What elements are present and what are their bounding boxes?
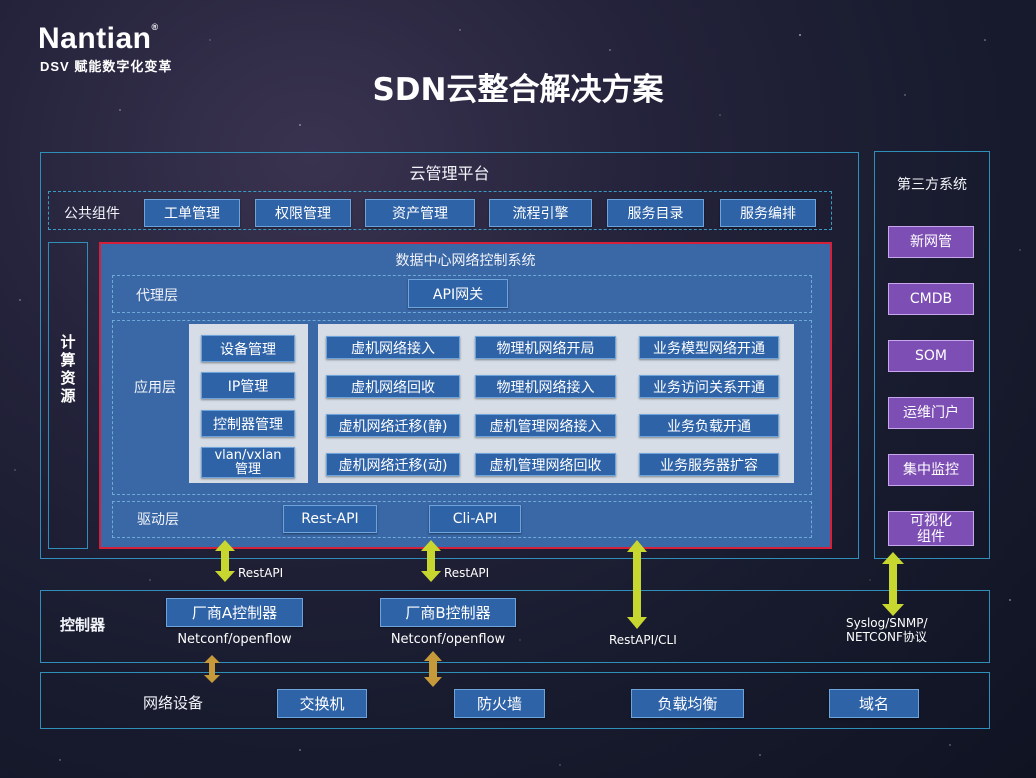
third-party-cmdb: CMDB [888,283,974,315]
label-restapi-cli: RestAPI/CLI [609,633,677,647]
nantian-logo: Nantian® [38,22,159,55]
app-vlan-vxlan-mgmt: vlan/vxlan 管理 [201,447,295,478]
vendor-b-protocol: Netconf/openflow [390,632,506,647]
grid-vm-migration-static: 虚机网络迁移(静) [326,414,460,437]
third-party-title: 第三方系统 [897,177,967,193]
arrow-restapi-2 [421,540,441,582]
grid-vm-migration-dynamic: 虚机网络迁移(动) [326,453,460,476]
compute-resources-label: 计算资源 [60,333,76,405]
controller-label: 控制器 [60,616,106,634]
label-restapi-2: RestAPI [444,566,490,580]
api-gateway-box: API网关 [408,279,508,308]
logo-tagline: DSV 赋能数字化变革 [40,59,173,74]
grid-business-server-scaleout: 业务服务器扩容 [639,453,779,476]
network-devices-frame [40,672,990,729]
app-device-mgmt: 设备管理 [201,335,295,362]
driver-layer [112,501,812,538]
common-components-label: 公共组件 [64,206,120,222]
arrow-controller-a-network [204,655,220,683]
network-domain: 域名 [829,689,919,718]
third-party-frame [874,151,990,559]
component-asset-mgmt: 资产管理 [365,199,475,227]
grid-business-access-relation: 业务访问关系开通 [639,375,779,398]
network-devices-label: 网络设备 [143,694,204,712]
component-permission-mgmt: 权限管理 [255,199,351,227]
controller-frame [40,590,990,663]
app-controller-mgmt: 控制器管理 [201,410,295,437]
grid-vm-network-access: 虚机网络接入 [326,336,460,359]
network-switch: 交换机 [277,689,367,718]
driver-layer-label: 驱动层 [137,512,179,528]
proxy-layer-label: 代理层 [136,288,178,304]
label-syslog-snmp-netconf: Syslog/SNMP/ NETCONF协议 [846,616,928,644]
third-party-ops-portal: 运维门户 [888,397,974,429]
network-firewall: 防火墙 [454,689,545,718]
grid-physical-network-access: 物理机网络接入 [475,375,616,398]
third-party-central-monitor: 集中监控 [888,454,974,486]
third-party-som: SOM [888,340,974,372]
third-party-new-nms: 新网管 [888,226,974,258]
component-workflow-engine: 流程引擎 [489,199,592,227]
app-layer-label: 应用层 [134,380,176,396]
component-service-catalog: 服务目录 [607,199,704,227]
grid-vm-network-reclaim: 虚机网络回收 [326,375,460,398]
common-components-row [48,191,832,230]
dcn-title: 数据中心网络控制系统 [395,253,536,269]
proxy-layer [112,275,812,313]
network-load-balancer: 负载均衡 [631,689,744,718]
grid-vm-mgmt-network-access: 虚机管理网络接入 [475,414,616,437]
cloud-platform-title: 云管理平台 [409,164,490,183]
arrow-controller-b-network [424,651,442,687]
arrow-restapi-1 [215,540,235,582]
arrow-restapi-cli [627,540,647,629]
vendor-b-controller: 厂商B控制器 [380,598,516,627]
app-layer [112,320,812,495]
third-party-visualization: 可视化 组件 [888,511,974,546]
page-title: SDN云整合解决方案 [372,72,664,108]
vendor-a-protocol: Netconf/openflow [177,632,292,647]
label-restapi-1: RestAPI [238,566,284,580]
cloud-platform-frame [40,152,859,559]
component-service-orchestration: 服务编排 [720,199,816,227]
app-ip-mgmt: IP管理 [201,372,295,399]
grid-vm-mgmt-network-reclaim: 虚机管理网络回收 [475,453,616,476]
grid-business-load-provision: 业务负载开通 [639,414,779,437]
arrow-syslog [882,552,904,616]
driver-rest-api: Rest-API [283,505,377,533]
driver-cli-api: Cli-API [429,505,521,533]
component-ticket-mgmt: 工单管理 [144,199,240,227]
grid-business-model-network: 业务模型网络开通 [639,336,779,359]
grid-physical-network-provision: 物理机网络开局 [475,336,616,359]
compute-resources-column [48,242,88,549]
vendor-a-controller: 厂商A控制器 [166,598,303,627]
